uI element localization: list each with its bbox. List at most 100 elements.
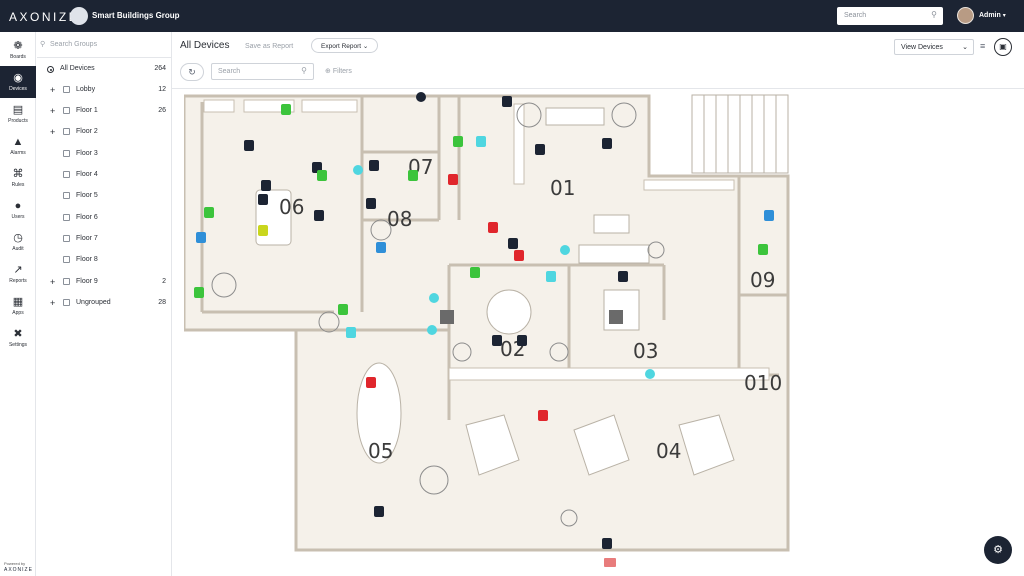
palette-icon: ❁ <box>13 40 23 52</box>
group-row-floor-5[interactable]: Floor 5 <box>37 187 172 208</box>
floor-plan-map[interactable]: 07 01 06 08 09 02 03 010 04 05 <box>184 90 804 575</box>
group-row-floor-3[interactable]: Floor 3 <box>37 145 172 166</box>
group-row-lobby[interactable]: + Lobby 12 <box>37 81 172 102</box>
group-label: Floor 6 <box>76 214 98 221</box>
nav-item-users[interactable]: ● Users <box>0 194 36 226</box>
device-marker <box>429 293 439 303</box>
user-icon: ● <box>14 200 22 212</box>
group-row-all-devices[interactable]: All Devices 264 <box>37 60 172 81</box>
expand-icon[interactable]: + <box>50 106 56 116</box>
nav-item-settings[interactable]: ✖ Settings <box>0 322 36 354</box>
group-label: Floor 8 <box>76 256 98 263</box>
global-search-input[interactable]: Search ⚲ <box>837 7 943 25</box>
export-report-button[interactable]: Export Report ⌄ <box>311 38 379 53</box>
device-marker <box>602 138 612 149</box>
user-menu[interactable]: Admin▾ <box>979 12 1006 19</box>
view-devices-select[interactable]: View Devices ⌄ <box>894 39 974 55</box>
device-marker <box>448 174 458 185</box>
group-row-floor-7[interactable]: Floor 7 <box>37 230 172 251</box>
organization-name[interactable]: Smart Buildings Group <box>92 11 180 20</box>
device-marker <box>353 165 363 175</box>
group-checkbox[interactable] <box>63 299 70 306</box>
device-marker <box>281 104 291 115</box>
group-checkbox[interactable] <box>63 128 70 135</box>
plus-circle-icon: ⊕ <box>325 68 331 75</box>
nav-item-devices[interactable]: ◉ Devices <box>0 66 36 98</box>
group-label: Floor 1 <box>76 107 98 114</box>
group-checkbox[interactable] <box>63 235 70 242</box>
settings-fab[interactable]: ⚙ <box>984 536 1012 564</box>
group-row-floor-1[interactable]: + Floor 1 26 <box>37 102 172 123</box>
refresh-button[interactable]: ↻ <box>180 63 204 81</box>
group-row-floor-8[interactable]: Floor 8 <box>37 251 172 272</box>
device-marker <box>488 222 498 233</box>
top-bar: AXONIZE Smart Buildings Group Search ⚲ A… <box>0 0 1024 32</box>
list-view-icon[interactable]: ≡ <box>980 41 986 51</box>
nav-item-rules[interactable]: ⌘ Rules <box>0 162 36 194</box>
device-icon: ◉ <box>13 72 23 84</box>
filters-button[interactable]: ⊕ Filters <box>325 67 352 75</box>
group-checkbox[interactable] <box>63 171 70 178</box>
device-search-input[interactable]: Search ⚲ <box>211 63 314 80</box>
device-marker <box>204 207 214 218</box>
group-row-floor-9[interactable]: + Floor 9 2 <box>37 273 172 294</box>
room-label: 08 <box>387 207 412 231</box>
device-marker <box>546 271 556 282</box>
device-marker <box>517 335 527 346</box>
group-checkbox[interactable] <box>63 150 70 157</box>
group-row-floor-4[interactable]: Floor 4 <box>37 166 172 187</box>
global-search-placeholder: Search <box>844 12 867 19</box>
app-logo[interactable]: AXONIZE <box>9 10 80 24</box>
map-view-icon[interactable]: ▣ <box>994 38 1012 56</box>
nav-label: Reports <box>9 278 27 284</box>
device-marker <box>508 238 518 249</box>
nav-label: Audit <box>12 246 24 252</box>
device-marker <box>645 369 655 379</box>
nav-item-audit[interactable]: ◷ Audit <box>0 226 36 258</box>
device-marker <box>502 96 512 107</box>
nav-item-products[interactable]: ▤ Products <box>0 98 36 130</box>
expand-icon[interactable]: + <box>50 127 56 137</box>
nav-item-boards[interactable]: ❁ Boards <box>0 34 36 66</box>
device-marker <box>194 287 204 298</box>
save-report-button[interactable]: Save as Report <box>245 43 294 50</box>
group-checkbox[interactable] <box>63 192 70 199</box>
device-marker <box>314 210 324 221</box>
search-icon: ⚲ <box>301 66 307 75</box>
group-count: 26 <box>158 107 166 114</box>
device-markers <box>194 92 774 567</box>
device-marker <box>338 304 348 315</box>
room-label: 04 <box>656 439 681 463</box>
group-checkbox[interactable] <box>63 86 70 93</box>
nav-label: Devices <box>9 86 27 92</box>
group-row-ungrouped[interactable]: + Ungrouped 28 <box>37 294 172 315</box>
group-checkbox[interactable] <box>63 256 70 263</box>
nav-item-alarms[interactable]: ▲ Alarms <box>0 130 36 162</box>
building-outline <box>184 94 790 552</box>
device-marker <box>196 232 206 243</box>
group-row-floor-6[interactable]: Floor 6 <box>37 209 172 230</box>
group-search-input[interactable]: ⚲ Search Groups <box>37 32 172 58</box>
expand-icon[interactable]: + <box>50 85 56 95</box>
group-row-floor-2[interactable]: + Floor 2 <box>37 123 172 144</box>
group-radio[interactable] <box>47 66 54 73</box>
group-checkbox[interactable] <box>63 278 70 285</box>
device-marker <box>376 242 386 253</box>
expand-icon[interactable]: + <box>50 298 56 308</box>
nav-item-reports[interactable]: ↗ Reports <box>0 258 36 290</box>
room-label: 010 <box>744 371 782 395</box>
device-marker <box>514 250 524 261</box>
view-devices-label: View Devices <box>901 44 943 51</box>
group-count: 264 <box>154 65 166 72</box>
expand-icon[interactable]: + <box>50 277 56 287</box>
device-marker <box>258 194 268 205</box>
room-label: 05 <box>368 439 393 463</box>
avatar[interactable] <box>957 7 974 24</box>
nav-item-apps[interactable]: ▦ Apps <box>0 290 36 322</box>
group-checkbox[interactable] <box>63 214 70 221</box>
user-name: Admin <box>979 12 1001 19</box>
grid-icon: ▦ <box>12 296 24 308</box>
device-marker <box>427 325 437 335</box>
group-checkbox[interactable] <box>63 107 70 114</box>
device-marker <box>244 140 254 151</box>
